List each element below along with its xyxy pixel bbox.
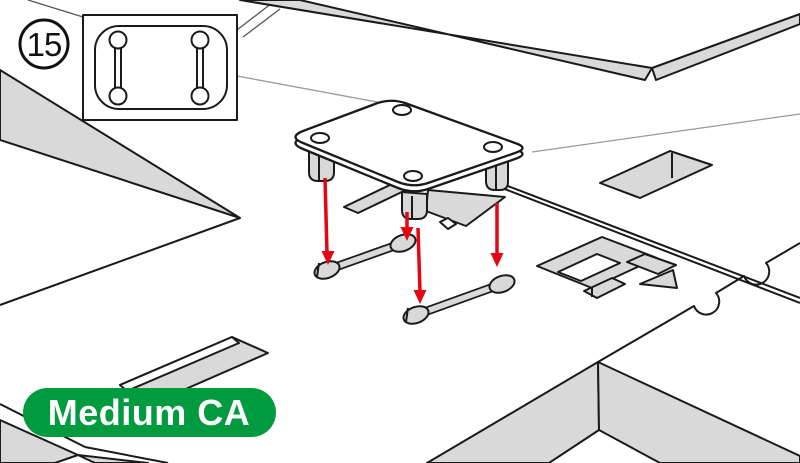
bottom-left-panel-corner: [0, 403, 169, 463]
size-label-pill: [23, 388, 276, 437]
step-number-badge: 15: [18, 18, 70, 70]
step-number: 15: [27, 26, 62, 63]
dog-bone-slot-icon: [190, 30, 210, 106]
size-label-badge: Medium CA: [23, 388, 276, 437]
size-label-text: Medium CA: [48, 392, 251, 433]
panel-edge-line: [0, 217, 241, 306]
panel-edge-line: [242, 8, 281, 38]
step-circle: [18, 18, 70, 70]
notched-panel-edge: [597, 242, 800, 363]
platform-corner: [426, 361, 800, 463]
inset-frame: [82, 14, 238, 121]
plate-holes: [310, 104, 503, 182]
panel-far-edge-line: [531, 113, 800, 153]
panel-edge-band: [651, 13, 800, 81]
dog-bone-slot: [313, 233, 417, 280]
connector-hook: [439, 217, 457, 230]
panel-edge-line: [27, 0, 84, 18]
dog-bone-slot: [402, 274, 516, 325]
panel-edge-band: [0, 69, 241, 219]
down-arrow-heads: [321, 227, 504, 304]
plate-underside-outline: [94, 25, 228, 110]
down-arrow-icon: [323, 177, 499, 293]
dog-bone-slot-icon: [108, 30, 128, 106]
detail-inset: [82, 14, 238, 121]
panel-edge-band: [239, 0, 653, 81]
plate-top-face: [294, 99, 524, 187]
connector-flap: [425, 189, 506, 227]
panel-edge-line: [236, 2, 273, 31]
connector-plate: [294, 99, 524, 230]
h-shaped-cutout: [536, 236, 678, 299]
insertion-arrows: [321, 177, 504, 304]
rectangular-cutout: [599, 150, 713, 199]
dog-bone-slots: [313, 233, 516, 325]
